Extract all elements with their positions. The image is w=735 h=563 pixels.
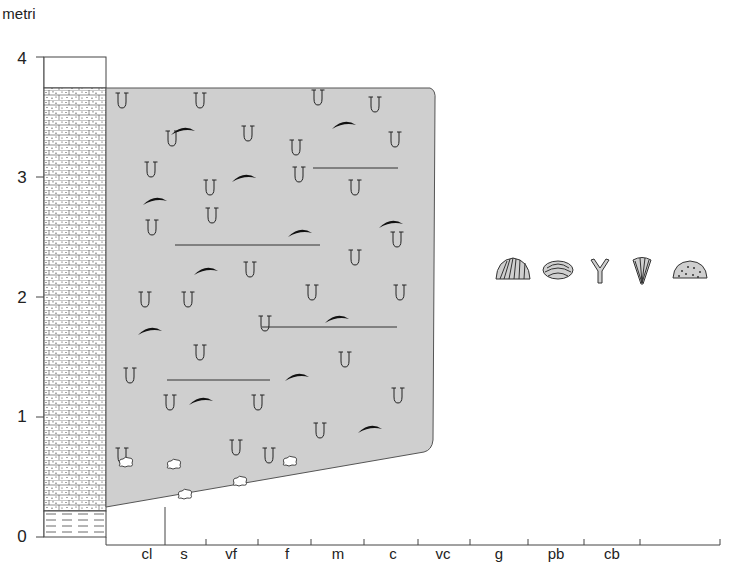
grain-size-label: vf	[225, 546, 237, 561]
grain-size-label: pb	[548, 546, 565, 561]
grain-size-label: s	[180, 546, 188, 561]
grain-size-label: m	[332, 546, 345, 561]
depth-number: 0	[17, 528, 26, 545]
grain-size-label: f	[285, 546, 289, 561]
grain-size-label: g	[495, 546, 503, 561]
depth-number: 2	[17, 289, 26, 306]
depth-number: 3	[17, 169, 26, 186]
axis-title: metri	[2, 6, 35, 21]
grain-size-label: cb	[604, 546, 620, 561]
grain-size-label: cl	[142, 546, 153, 561]
depth-number: 1	[17, 408, 26, 425]
grain-size-label: vc	[436, 546, 451, 561]
grain-size-label: c	[389, 546, 397, 561]
depth-number: 4	[17, 50, 26, 67]
